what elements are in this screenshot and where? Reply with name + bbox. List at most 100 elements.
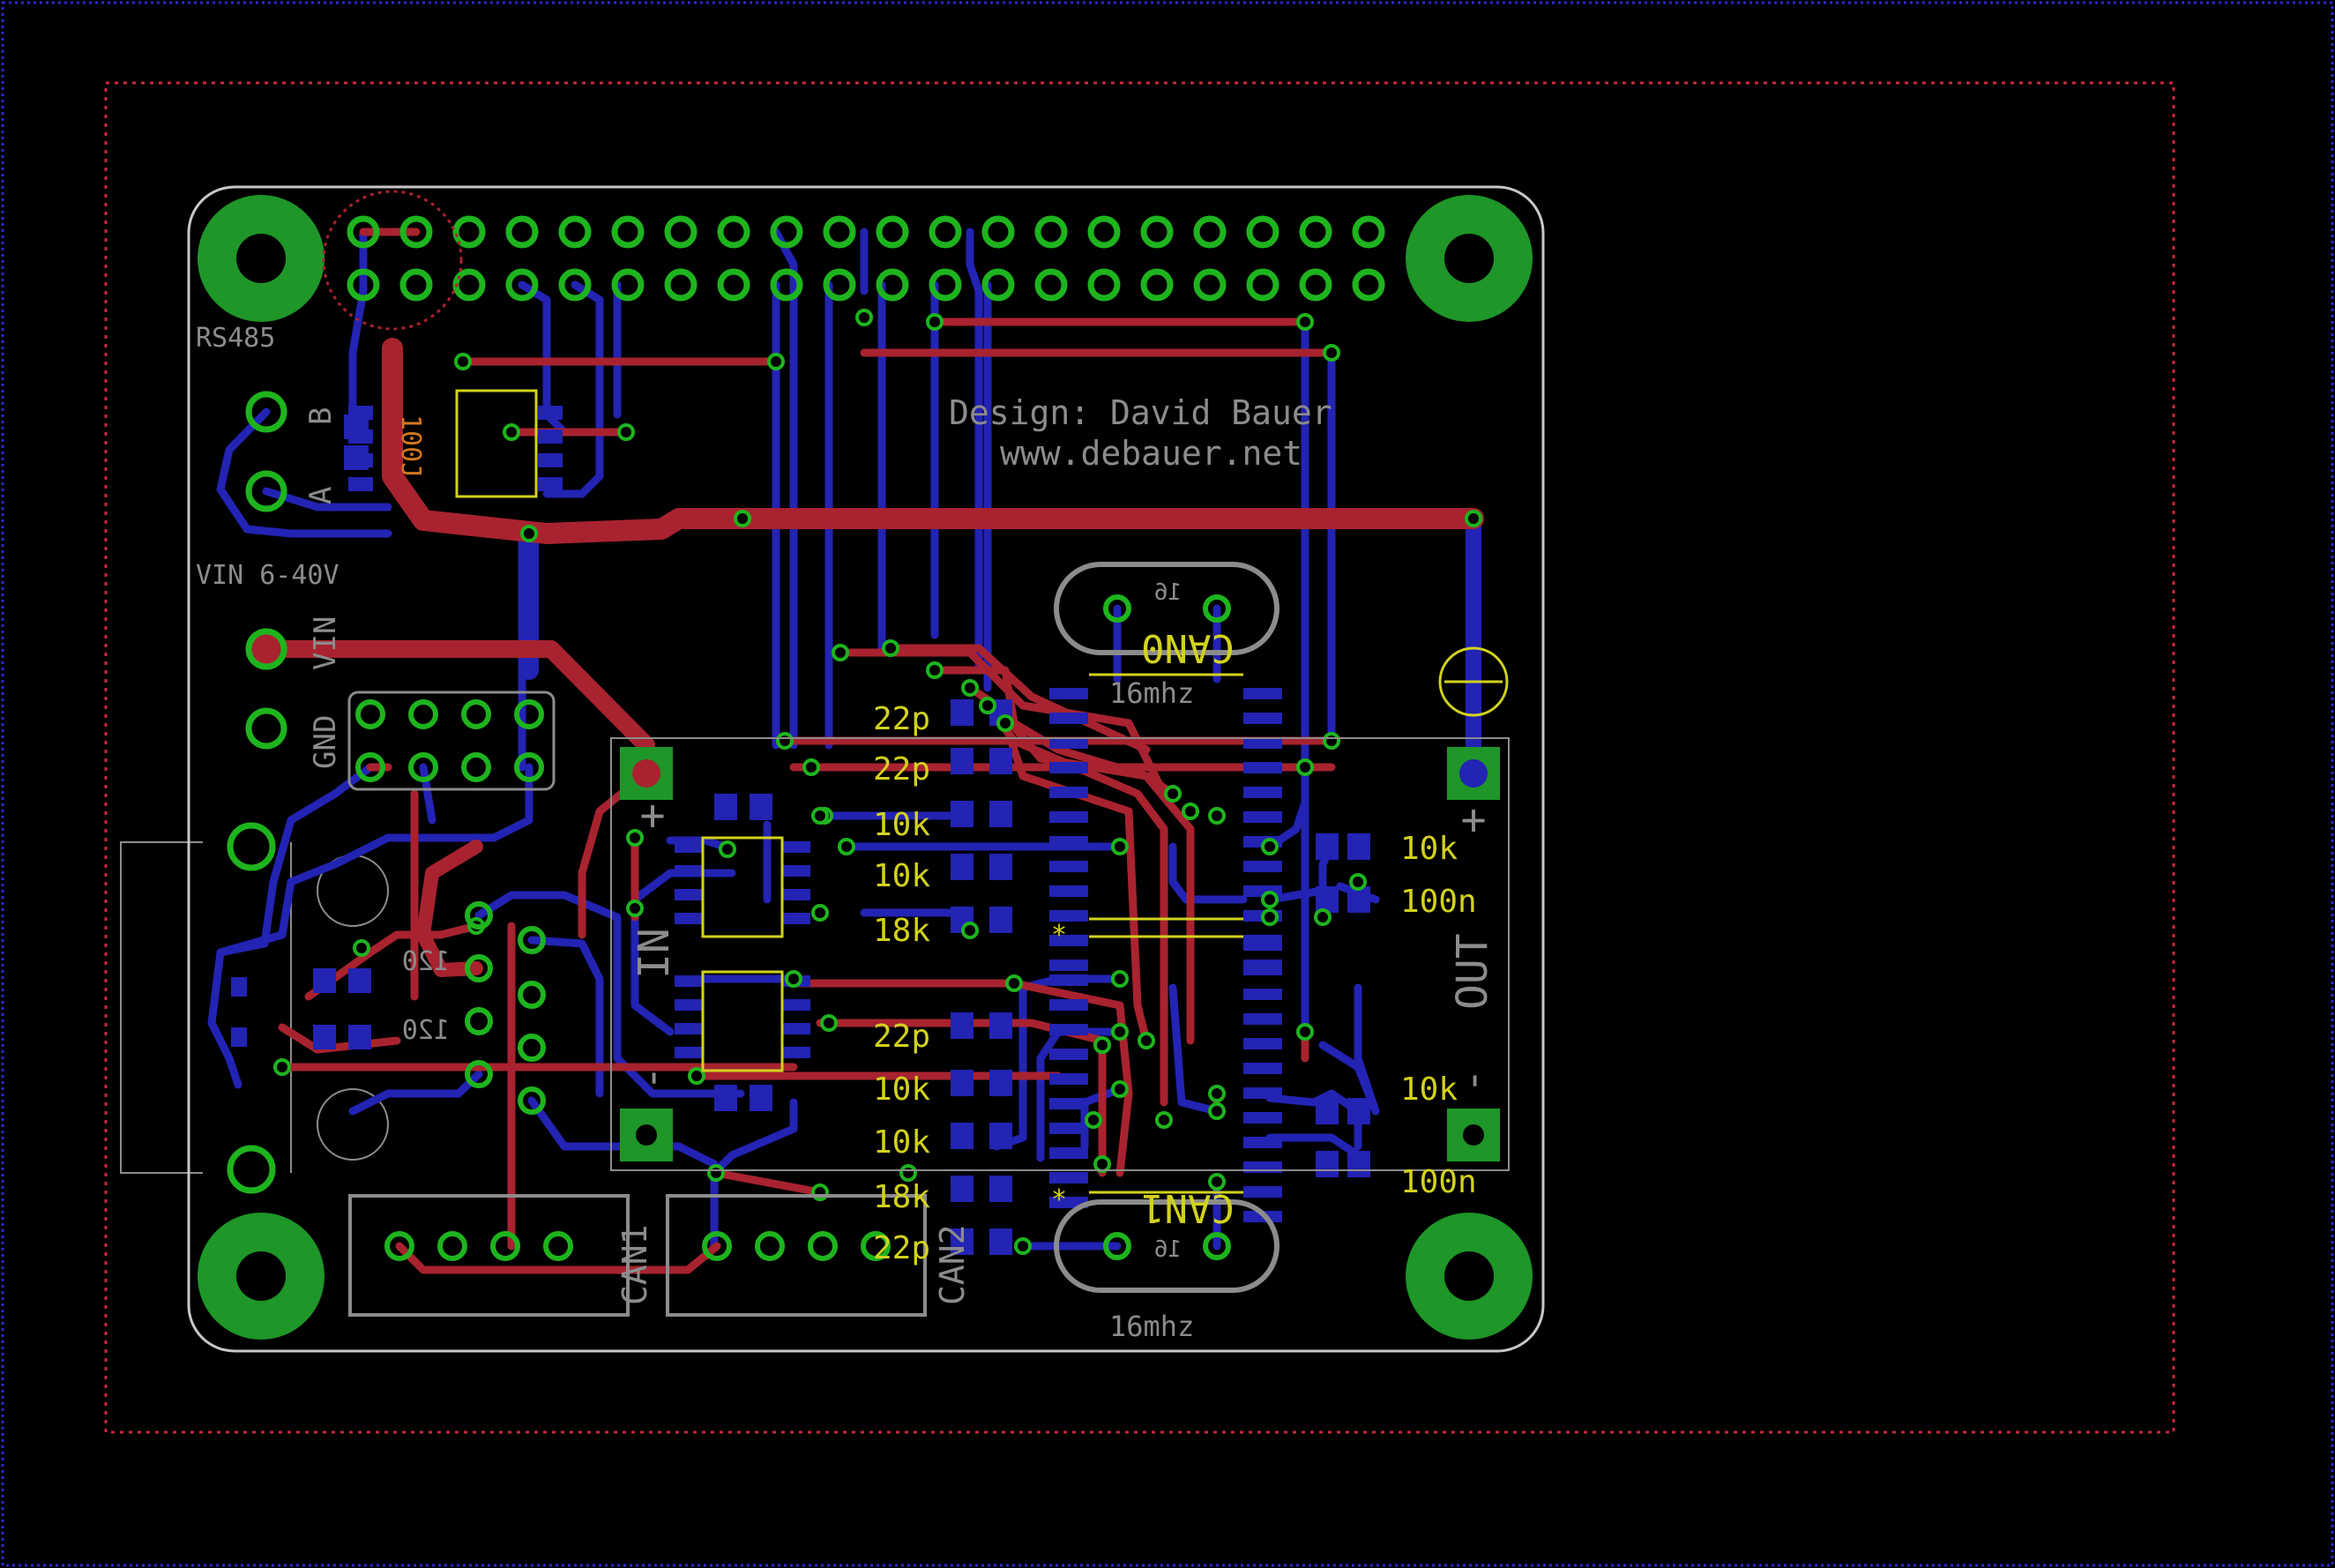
via[interactable]	[1314, 908, 1332, 926]
via[interactable]	[961, 922, 979, 939]
via[interactable]	[926, 661, 944, 679]
via[interactable]	[811, 904, 829, 922]
crystal-pin[interactable]	[1203, 594, 1231, 623]
smd-pad[interactable]	[1243, 1087, 1282, 1099]
via[interactable]	[767, 353, 785, 370]
smd-pad[interactable]	[538, 429, 563, 444]
via[interactable]	[882, 639, 899, 657]
smd-pad[interactable]	[1316, 833, 1339, 860]
header-pin[interactable]	[611, 268, 645, 302]
smd-pad[interactable]	[538, 453, 563, 467]
via[interactable]	[1261, 838, 1279, 855]
header-pin[interactable]	[1193, 268, 1227, 302]
smd-pad[interactable]	[1347, 1151, 1370, 1177]
header-pin[interactable]	[505, 268, 539, 302]
rj45-shield-pad[interactable]	[227, 1145, 276, 1194]
smd-pad[interactable]	[782, 1047, 810, 1058]
can1-terminal-pin[interactable]	[437, 1231, 467, 1261]
smd-pad[interactable]	[1243, 964, 1282, 975]
smd-pad[interactable]	[782, 889, 810, 900]
rs485-resistor-pad[interactable]	[344, 445, 369, 470]
can2-terminal-pin[interactable]	[755, 1231, 785, 1261]
smd-pad[interactable]	[1049, 1049, 1088, 1060]
header-pin[interactable]	[717, 268, 750, 302]
header-pin[interactable]	[770, 215, 803, 249]
rj45-pin[interactable]	[518, 981, 546, 1009]
header-pin[interactable]	[1299, 268, 1332, 302]
smd-pad[interactable]	[1049, 861, 1088, 872]
via[interactable]	[707, 1164, 725, 1182]
via[interactable]	[503, 423, 520, 441]
smd-pad[interactable]	[989, 1228, 1012, 1255]
header-pin[interactable]	[770, 268, 803, 302]
via[interactable]	[1111, 838, 1129, 855]
via[interactable]	[926, 313, 944, 331]
smd-pad[interactable]	[1049, 1147, 1088, 1159]
header-pin[interactable]	[929, 215, 962, 249]
via[interactable]	[1005, 974, 1023, 992]
smd-pad[interactable]	[782, 999, 810, 1011]
dcdc-in-plus-pad[interactable]	[620, 747, 673, 800]
smd-pad[interactable]	[1049, 688, 1088, 699]
jumper-pad[interactable]	[355, 752, 385, 782]
smd-pad[interactable]	[989, 854, 1012, 880]
via[interactable]	[454, 353, 472, 370]
smd-pad[interactable]	[989, 1123, 1012, 1149]
via[interactable]	[626, 900, 644, 917]
smd-pad[interactable]	[1243, 737, 1282, 749]
via[interactable]	[899, 1164, 917, 1182]
smd-pad[interactable]	[1243, 1112, 1282, 1124]
smd-pad[interactable]	[348, 1025, 371, 1049]
header-pin[interactable]	[929, 268, 962, 302]
via[interactable]	[520, 525, 538, 542]
jumper-pad[interactable]	[408, 699, 438, 729]
can1-terminal-pin[interactable]	[490, 1231, 520, 1261]
header-pin[interactable]	[452, 268, 486, 302]
via[interactable]	[832, 644, 849, 661]
smd-pad[interactable]	[231, 977, 247, 997]
smd-pad[interactable]	[714, 794, 737, 820]
smd-pad[interactable]	[1049, 713, 1088, 724]
smd-pad[interactable]	[951, 1070, 974, 1096]
smd-pad[interactable]	[1347, 886, 1370, 913]
via[interactable]	[979, 697, 996, 714]
jumper-pad[interactable]	[461, 699, 491, 729]
smd-pad[interactable]	[675, 889, 703, 900]
smd-pad[interactable]	[951, 801, 974, 827]
rs485-pad-a[interactable]	[245, 470, 287, 512]
can1-terminal-pin[interactable]	[384, 1231, 414, 1261]
via[interactable]	[785, 970, 802, 988]
smd-pad[interactable]	[782, 913, 810, 924]
header-pin[interactable]	[823, 215, 856, 249]
via[interactable]	[1182, 803, 1199, 820]
header-pin[interactable]	[1352, 268, 1385, 302]
via[interactable]	[353, 939, 370, 957]
header-pin[interactable]	[1087, 268, 1121, 302]
via[interactable]	[855, 309, 873, 326]
crystal-pin[interactable]	[1203, 1232, 1231, 1260]
can2-terminal-pin[interactable]	[702, 1231, 732, 1261]
via[interactable]	[688, 1067, 705, 1085]
smd-pad[interactable]	[675, 999, 703, 1011]
header-pin[interactable]	[1034, 268, 1068, 302]
smd-pad[interactable]	[1049, 885, 1088, 897]
mounting-hole[interactable]	[1406, 195, 1533, 322]
can1-terminal-pin[interactable]	[543, 1231, 573, 1261]
smd-pad[interactable]	[1243, 688, 1282, 699]
smd-pad[interactable]	[989, 1176, 1012, 1202]
via[interactable]	[1138, 1032, 1155, 1049]
header-pin[interactable]	[981, 268, 1015, 302]
smd-pad[interactable]	[989, 748, 1012, 774]
via[interactable]	[1164, 785, 1182, 803]
via[interactable]	[776, 732, 794, 750]
crystal-pin[interactable]	[1103, 1232, 1131, 1260]
via[interactable]	[626, 829, 644, 847]
smd-pad[interactable]	[951, 1228, 974, 1255]
via[interactable]	[838, 838, 855, 855]
smd-pad[interactable]	[989, 801, 1012, 827]
dcdc-out-plus-pad[interactable]	[1447, 747, 1500, 800]
smd-pad[interactable]	[1049, 1024, 1088, 1035]
header-pin[interactable]	[399, 215, 433, 249]
header-pin[interactable]	[452, 215, 486, 249]
rs485-pad-b[interactable]	[245, 391, 287, 433]
